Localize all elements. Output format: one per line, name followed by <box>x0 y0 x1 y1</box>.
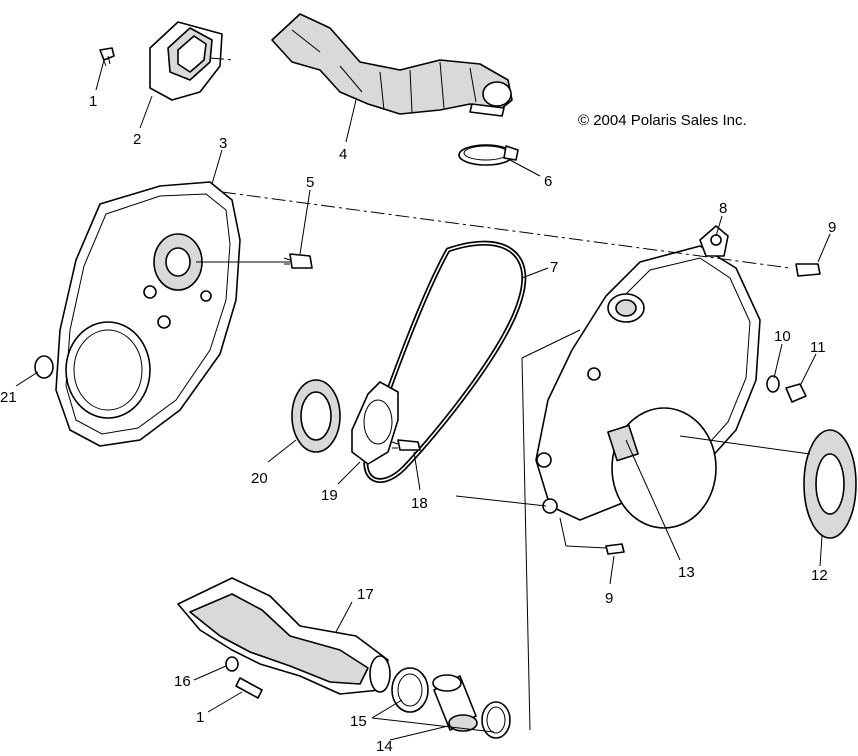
callout-10: 10 <box>774 328 791 345</box>
callout-11: 11 <box>810 339 826 356</box>
part-bolt-11 <box>785 383 807 403</box>
callout-13: 13 <box>678 564 695 581</box>
callout-2: 2 <box>133 131 141 148</box>
part-intake-boot <box>149 21 223 101</box>
callout-5: 5 <box>306 174 314 191</box>
callout-4: 4 <box>339 146 347 163</box>
part-drive-belt <box>363 240 527 483</box>
part-cover-disc <box>803 429 857 539</box>
callout-1-top: 1 <box>89 93 97 110</box>
callout-7: 7 <box>550 259 558 276</box>
callout-12: 12 <box>811 567 828 584</box>
callout-19: 19 <box>321 487 338 504</box>
callout-20: 20 <box>251 470 268 487</box>
part-plug-21 <box>34 355 54 379</box>
callout-17: 17 <box>357 586 374 603</box>
callout-9-bottom: 9 <box>605 590 613 607</box>
part-intake-hose <box>271 13 513 117</box>
part-bolt-9-lower <box>605 543 625 555</box>
callout-9-top: 9 <box>828 219 836 236</box>
alignment-lines <box>196 57 811 731</box>
part-outer-clutch-cover <box>535 225 761 529</box>
callout-14: 14 <box>376 738 393 755</box>
part-retainer-plate <box>351 381 399 465</box>
copyright-notice: © 2004 Polaris Sales Inc. <box>578 112 747 129</box>
part-seal-20 <box>291 379 341 453</box>
part-bolt-9-upper <box>795 263 821 277</box>
part-washer-16 <box>225 656 239 672</box>
callout-leaders <box>15 59 831 741</box>
callout-8: 8 <box>719 200 727 217</box>
callout-3: 3 <box>219 135 227 152</box>
part-hose-clamp <box>458 144 519 166</box>
callout-numbers: 1 2 3 4 5 6 7 8 9 10 11 21 20 19 18 13 1… <box>0 93 836 755</box>
callout-15: 15 <box>350 713 367 730</box>
callout-16: 16 <box>174 673 191 690</box>
part-clamp-15-left <box>391 667 429 713</box>
part-screw-bottom <box>235 677 263 699</box>
part-screw-18 <box>391 439 421 451</box>
part-lower-air-duct <box>177 577 391 695</box>
callout-18: 18 <box>411 495 428 512</box>
part-washer-10 <box>766 375 780 393</box>
part-inner-clutch-cover <box>55 181 241 447</box>
callout-6: 6 <box>544 173 552 190</box>
callout-1-bottom: 1 <box>196 709 204 726</box>
part-screw-top <box>99 47 115 67</box>
part-bolt-5 <box>283 253 313 269</box>
part-clamp-15-right <box>481 701 511 739</box>
part-coupler-14 <box>432 674 478 732</box>
callout-21: 21 <box>0 389 17 406</box>
